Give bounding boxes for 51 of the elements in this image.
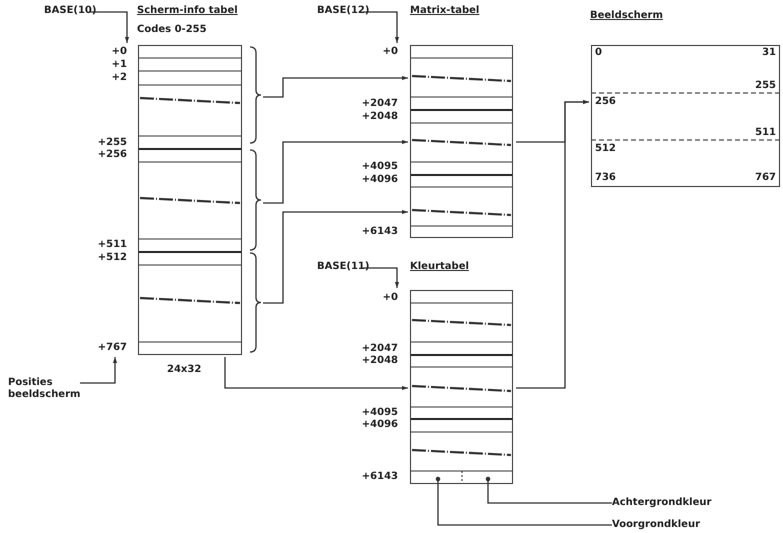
annotation-text: Achtergrondkleur [612, 497, 712, 509]
arrow [263, 140, 408, 204]
leader-line [486, 476, 612, 504]
address-offset: +4095 [362, 161, 398, 173]
position-number: 255 [755, 80, 776, 92]
address-offset: +2047 [362, 98, 398, 110]
arrow [263, 76, 408, 98]
annotation-text: Posities beeldscherm [8, 377, 80, 401]
annotation-text: Voorgrondkleur [612, 519, 700, 531]
table-heading: Kleurtabel [410, 261, 469, 273]
arrow [224, 357, 408, 390]
address-offset: +6143 [362, 471, 398, 483]
address-offset: +767 [98, 342, 127, 354]
size-label: 24x32 [167, 364, 202, 376]
arrow [516, 100, 589, 389]
table-heading: Scherm-info tabel [137, 5, 238, 17]
pointer-label: BASE(10) [44, 5, 96, 17]
address-offset: +1 [112, 59, 127, 71]
address-offset: +0 [382, 46, 398, 58]
table-heading: Beeldscherm [590, 10, 663, 22]
pointer-label: BASE(11) [317, 261, 370, 273]
position-number: 767 [755, 172, 776, 184]
arrow [80, 357, 118, 384]
address-offset: +2048 [362, 355, 398, 367]
address-offset: +512 [98, 252, 127, 264]
address-offset: +0 [112, 46, 127, 58]
address-offset: +255 [98, 137, 127, 149]
position-number: 511 [755, 127, 776, 139]
position-number: 31 [762, 47, 776, 59]
address-offset: +6143 [362, 226, 398, 238]
address-offset: +4096 [362, 174, 398, 186]
position-number: 256 [595, 96, 616, 108]
arrow [90, 11, 130, 43]
pointer-label: BASE(12) [317, 5, 370, 17]
leader-line [436, 476, 612, 526]
address-offset: +2 [112, 72, 127, 84]
address-offset: +256 [98, 149, 127, 161]
address-offset: +2047 [362, 343, 398, 355]
position-number: 512 [595, 143, 616, 155]
address-offset: +4095 [362, 407, 398, 419]
arrow [263, 210, 408, 304]
position-number: 0 [595, 47, 602, 59]
table-heading: Matrix-tabel [410, 5, 480, 17]
position-number: 736 [595, 172, 616, 184]
address-offset: +2048 [362, 111, 398, 123]
address-offset: +0 [382, 292, 398, 304]
address-offset: +511 [98, 239, 127, 251]
address-offset: +4096 [362, 419, 398, 431]
table-subtitle: Codes 0-255 [137, 24, 207, 36]
arrow [363, 11, 400, 43]
arrow [363, 267, 400, 288]
